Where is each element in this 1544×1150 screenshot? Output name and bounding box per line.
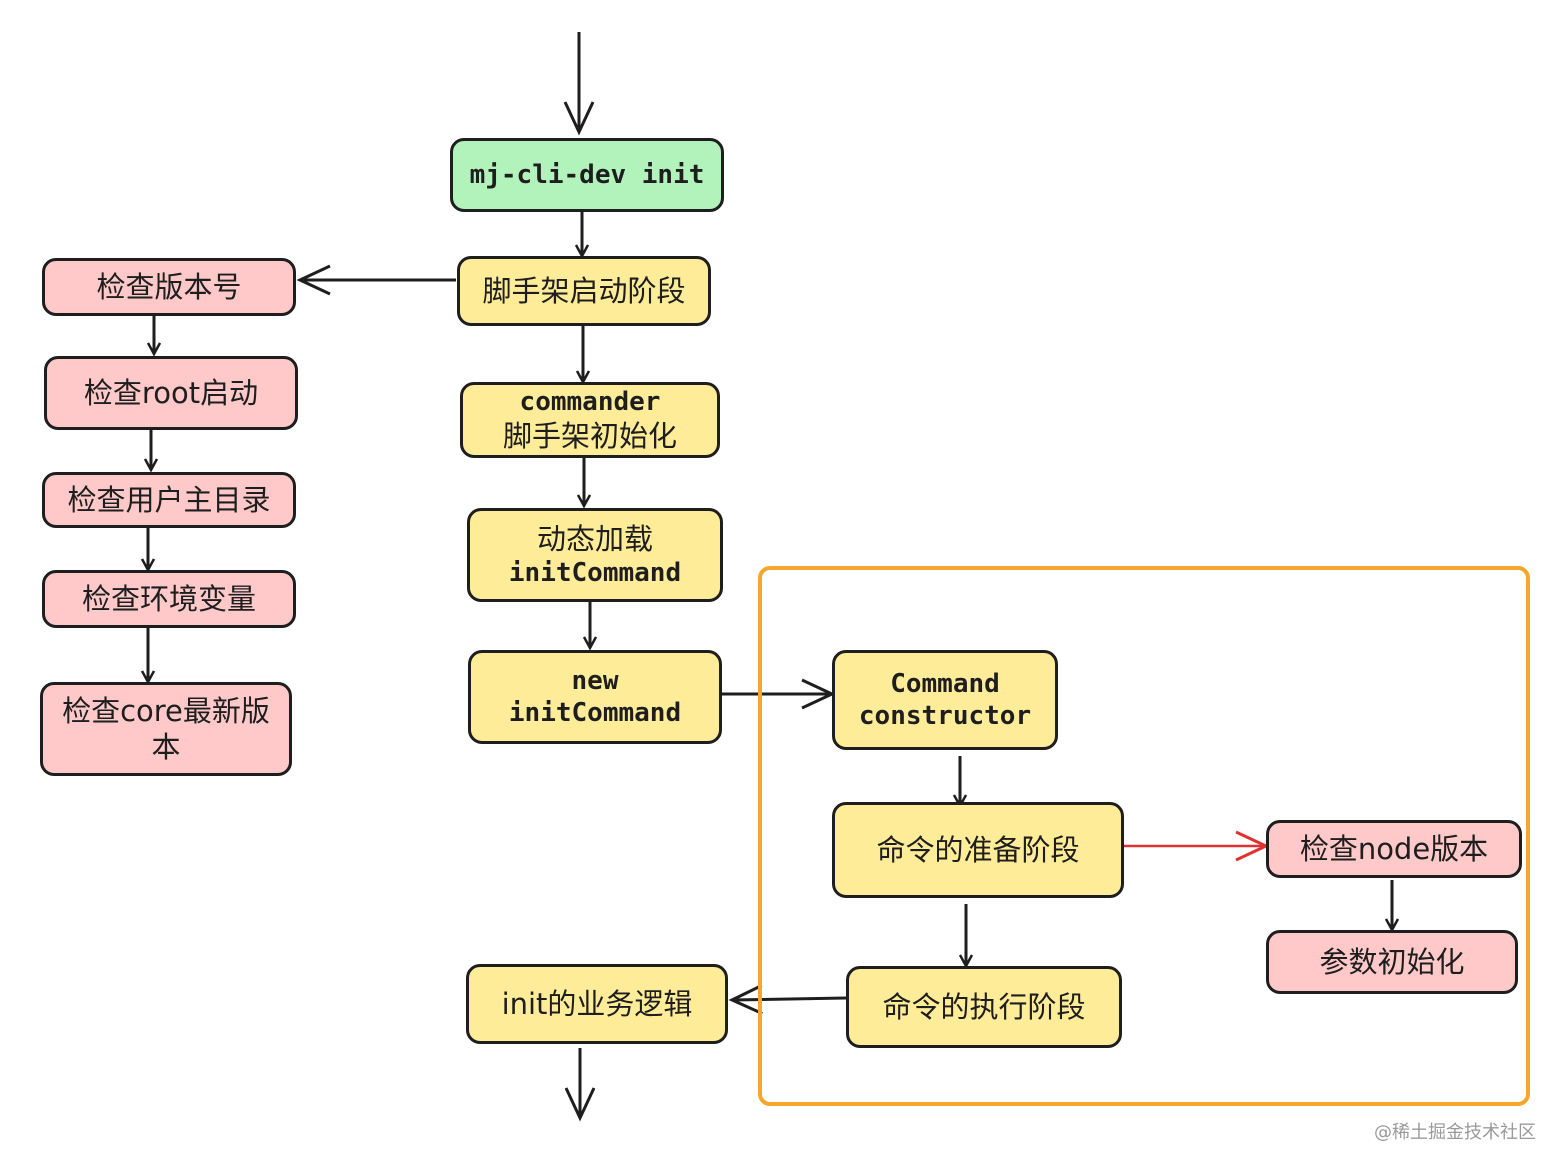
node-scaffold-start: 脚手架启动阶段 xyxy=(457,256,711,326)
command-lifecycle-group xyxy=(758,566,1530,1106)
check-version-label: 检查版本号 xyxy=(96,269,242,304)
arrow-exec-to-logic xyxy=(728,984,847,1015)
check-params-init: 参数初始化 xyxy=(1266,930,1518,994)
check-core-line2: 本 xyxy=(151,730,181,764)
node-new-initcommand-line2: initCommand xyxy=(508,698,682,728)
node-start-label: mj-cli-dev init xyxy=(469,159,705,190)
node-commander-init-line1: commander xyxy=(519,386,661,417)
check-root: 检查root启动 xyxy=(44,356,298,430)
check-env: 检查环境变量 xyxy=(42,570,296,628)
node-commander-init: commander 脚手架初始化 xyxy=(460,382,720,458)
node-exec-stage-label: 命令的执行阶段 xyxy=(882,989,1086,1024)
node-commander-init-line2: 脚手架初始化 xyxy=(502,419,677,454)
check-node-version-label: 检查node版本 xyxy=(1299,831,1489,866)
check-root-label: 检查root启动 xyxy=(83,375,259,410)
check-core-line1: 检查core最新版 xyxy=(62,693,270,728)
node-exec-stage: 命令的执行阶段 xyxy=(846,966,1122,1048)
node-init-logic-label: init的业务逻辑 xyxy=(501,986,693,1021)
node-command-constructor-line2: constructor xyxy=(858,701,1032,731)
node-command-constructor-line1: Command xyxy=(890,668,1000,699)
check-node-version: 检查node版本 xyxy=(1266,820,1522,878)
node-new-initcommand: new initCommand xyxy=(468,650,722,744)
node-scaffold-start-label: 脚手架启动阶段 xyxy=(482,273,686,308)
node-dynamic-load-line1: 动态加载 xyxy=(536,521,653,556)
check-home: 检查用户主目录 xyxy=(42,472,296,528)
node-init-logic: init的业务逻辑 xyxy=(466,964,728,1044)
node-dynamic-load: 动态加载 initCommand xyxy=(467,508,723,602)
check-core: 检查core最新版 本 xyxy=(40,682,292,776)
check-home-label: 检查用户主目录 xyxy=(67,482,271,517)
node-start: mj-cli-dev init xyxy=(450,138,724,212)
node-dynamic-load-line2: initCommand xyxy=(508,557,682,588)
watermark: @稀土掘金技术社区 xyxy=(1374,1122,1536,1143)
node-prepare-stage-label: 命令的准备阶段 xyxy=(876,832,1080,867)
check-params-init-label: 参数初始化 xyxy=(1319,944,1465,979)
check-version: 检查版本号 xyxy=(42,258,296,316)
node-command-constructor: Command constructor xyxy=(832,650,1058,750)
check-env-label: 检查环境变量 xyxy=(81,581,256,616)
node-prepare-stage: 命令的准备阶段 xyxy=(832,802,1124,898)
node-new-initcommand-line1: new xyxy=(571,665,619,696)
